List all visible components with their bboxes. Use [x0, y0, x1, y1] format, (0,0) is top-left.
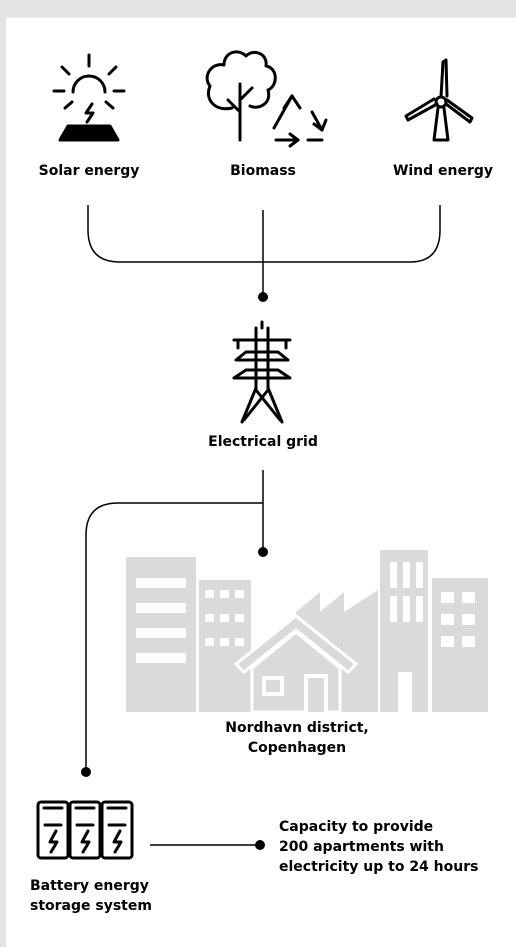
diagram-card	[6, 18, 516, 947]
capacity-label-line1: Capacity to provide	[279, 819, 434, 835]
district-label-line1: Nordhavn district,	[225, 720, 369, 736]
recycle-icon	[272, 94, 328, 148]
battery-icon	[36, 800, 134, 860]
battery-junction-dot	[81, 767, 91, 777]
battery-label-line2: storage system	[30, 898, 152, 914]
district-label-line2: Copenhagen	[247, 740, 347, 756]
tree-icon	[205, 50, 277, 142]
wind-turbine-icon	[404, 58, 474, 142]
capacity-label-line2: 200 apartments with	[279, 839, 444, 855]
solar-panel-sun-icon	[52, 53, 126, 142]
grid-junction-dot	[258, 292, 268, 302]
capacity-junction-dot	[255, 840, 265, 850]
source-connector-lines	[87, 205, 441, 297]
city-buildings-icon	[126, 550, 488, 714]
solar-energy-label: Solar energy	[38, 163, 140, 179]
battery-label-line1: Battery energy	[30, 878, 149, 894]
power-pylon-icon	[232, 320, 292, 424]
biomass-label: Biomass	[230, 163, 296, 179]
district-junction-dot	[258, 547, 268, 557]
grid-connector-lines	[85, 470, 264, 772]
electrical-grid-label: Electrical grid	[208, 434, 318, 450]
wind-energy-label: Wind energy	[392, 163, 494, 179]
capacity-label-line3: electricity up to 24 hours	[279, 859, 479, 875]
